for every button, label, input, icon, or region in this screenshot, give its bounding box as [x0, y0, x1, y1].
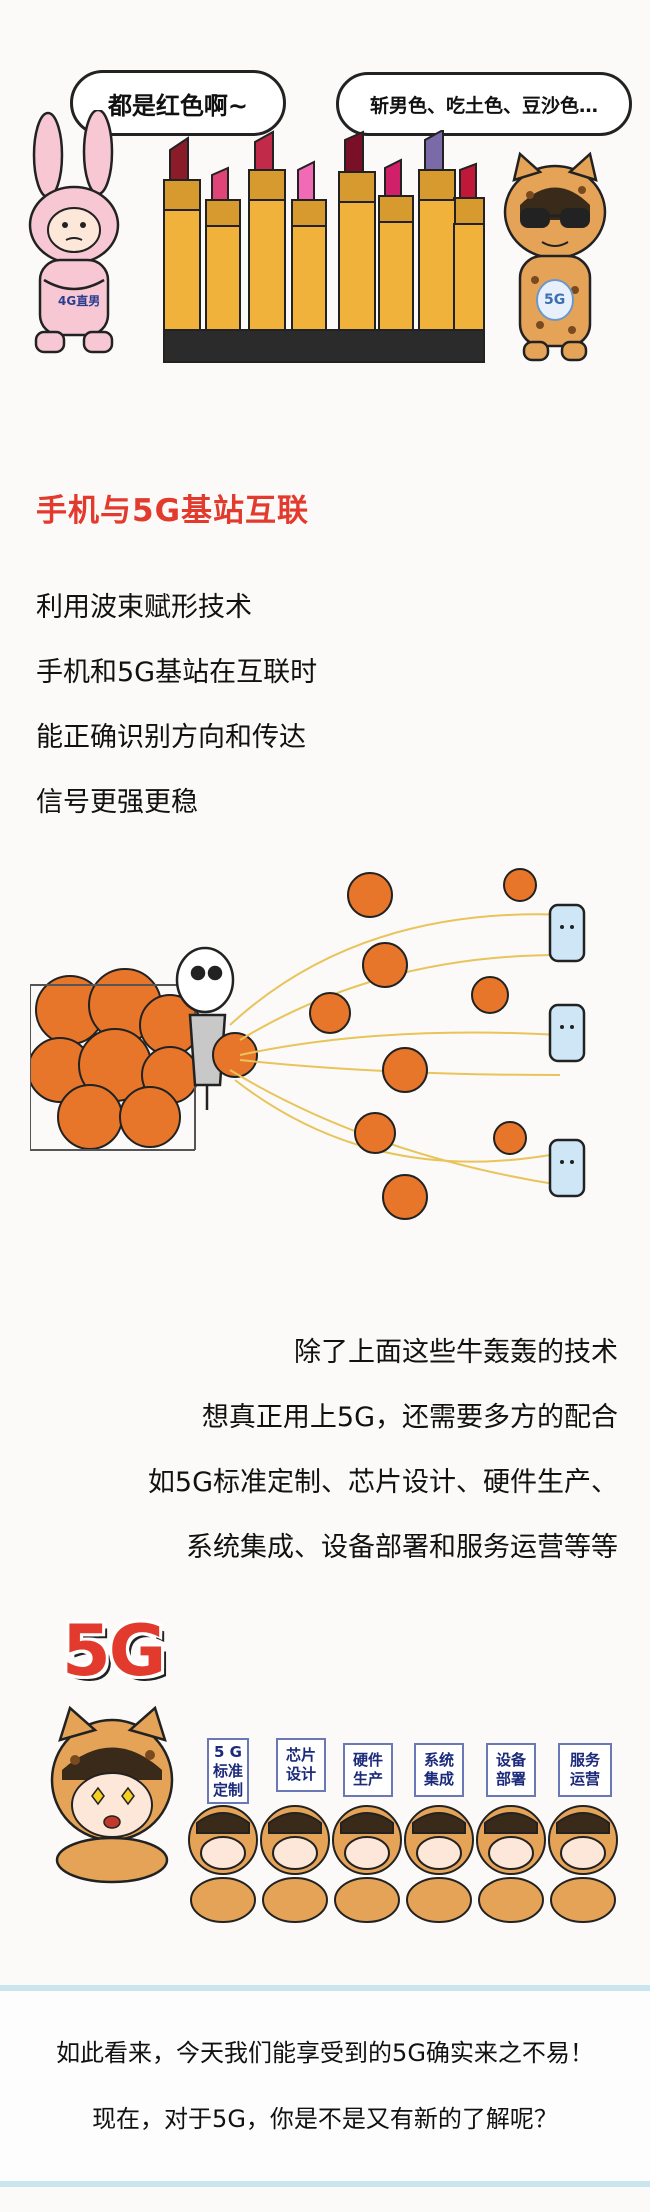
stage-card-operation-text: 服务 运营 [569, 1751, 600, 1788]
speech-bubble-left-text: 都是红色啊~ [107, 91, 249, 120]
section-line-3: 能正确识别方向和传达 [36, 722, 306, 753]
bunny-character [28, 110, 120, 354]
logo-5g: 5G [62, 1610, 166, 1692]
section-title: 手机与5G基站互联 [36, 493, 310, 529]
stage-card-deployment-text: 设备 部署 [495, 1751, 526, 1788]
footer-line-2: 现在，对于5G，你是不是又有新的了解呢？ [92, 2105, 558, 2133]
leopard-row [188, 1805, 618, 1923]
closing-line-3: 如5G标准定制、芯片设计、硬件生产、 [147, 1467, 618, 1498]
stage-card-integration: 系统 集成 [414, 1743, 464, 1797]
leopard-character-top [503, 151, 607, 362]
section-line-2: 手机和5G基站在互联时 [36, 657, 318, 688]
stage-card-standard-text: 5 G 标准 定制 [212, 1742, 243, 1799]
beamforming-illustration [30, 868, 586, 1220]
footer-panel: 如此看来，今天我们能享受到的5G确实来之不易！ 现在，对于5G，你是不是又有新的… [0, 1985, 650, 2187]
stage-card-hardware-text: 硬件 生产 [352, 1751, 383, 1788]
lipstick-group [163, 130, 485, 363]
speech-bubble-right: 斩男色、吃土色、豆沙色… [336, 72, 632, 136]
leopard-badge: 5G [544, 292, 566, 308]
bunny-badge: 4G直男 [58, 294, 101, 308]
stage-card-chip-text: 芯片 设计 [285, 1746, 316, 1783]
closing-line-4: 系统集成、设备部署和服务运营等等 [186, 1532, 618, 1563]
stage-card-operation: 服务 运营 [558, 1743, 612, 1797]
stage-card-hardware: 硬件 生产 [343, 1743, 393, 1797]
stage-card-standard: 5 G 标准 定制 [207, 1738, 249, 1804]
closing-line-1: 除了上面这些牛轰轰的技术 [294, 1337, 618, 1368]
footer-line-1: 如此看来，今天我们能享受到的5G确实来之不易！ [56, 2039, 594, 2067]
section-line-1: 利用波束赋形技术 [36, 592, 252, 623]
speech-bubble-right-text: 斩男色、吃土色、豆沙色… [369, 94, 598, 117]
leopard-large [50, 1705, 174, 1884]
section-line-4: 信号更强更稳 [36, 787, 198, 818]
stage-card-deployment: 设备 部署 [486, 1743, 536, 1797]
stage-card-chip: 芯片 设计 [276, 1738, 326, 1792]
closing-line-2: 想真正用上5G，还需要多方的配合 [201, 1402, 618, 1433]
top-comic: 都是红色啊~ 斩男色、吃土色、豆沙色… 4G直男 [0, 0, 650, 380]
stage-card-integration-text: 系统 集成 [423, 1751, 454, 1788]
